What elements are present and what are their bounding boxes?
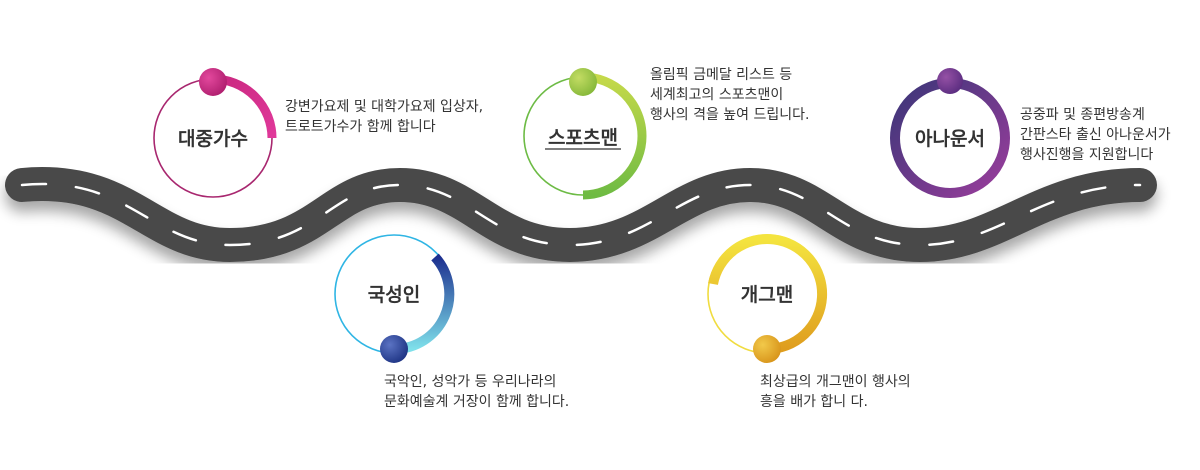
node-gugak: 국성인 [334, 234, 455, 363]
node-comedian-description: 최상급의 개그맨이 행사의 흥을 배가 합니 다. [760, 372, 911, 412]
node-gugak-dot [380, 335, 408, 363]
node-comedian-arc [708, 234, 828, 354]
node-gugak-description-line: 국악인, 성악가 등 우리나라의 [384, 374, 557, 390]
node-announcer-description: 공중파 및 종편방송계 간판스타 출신 아나운서가 행사진행을 지원합니다 [1020, 105, 1171, 165]
node-singer-description-line: 강변가요제 및 대학가요제 입상자, [285, 99, 484, 115]
node-gugak-description: 국악인, 성악가 등 우리나라의 문화예술계 거장이 함께 합니다. [384, 372, 569, 412]
node-gugak-description-line: 문화예술계 거장이 함께 합니다. [384, 394, 570, 410]
node-sports-description-line: 올림픽 금메달 리스트 등 [650, 67, 793, 83]
node-sports: 스포츠맨 [523, 68, 647, 200]
node-announcer-description-line: 행사진행을 지원합니다 [1020, 147, 1154, 163]
road-surface [5, 167, 1157, 263]
node-singer-description: 강변가요제 및 대학가요제 입상자, 트로트가수가 함께 합니다 [285, 97, 483, 137]
node-announcer-description-line: 간판스타 출신 아나운서가 [1020, 127, 1171, 143]
node-sports-description-line: 세계최고의 스포츠맨이 [650, 87, 784, 103]
node-comedian-description-line: 흥을 배가 합니 다. [760, 394, 868, 410]
node-sports-description-line: 행사의 격을 높여 드립니다. [650, 107, 810, 123]
node-singer-dot [199, 68, 227, 96]
node-sports-label: 스포츠맨 [548, 127, 618, 149]
node-announcer-description-line: 공중파 및 종편방송계 [1020, 107, 1145, 123]
node-gugak-arc [393, 253, 455, 355]
node-singer-description-line: 트로트가수가 함께 합니다 [285, 119, 436, 135]
node-gugak-label: 국성인 [368, 284, 420, 306]
node-comedian-label: 개그맨 [741, 284, 793, 306]
node-announcer-dot [937, 68, 963, 94]
node-sports-arc [582, 72, 647, 200]
node-announcer-label: 아나운서 [915, 128, 985, 150]
node-comedian: 개그맨 [707, 234, 828, 363]
node-announcer: 아나운서 [890, 68, 1010, 198]
node-sports-description: 올림픽 금메달 리스트 등 세계최고의 스포츠맨이 행사의 격을 높여 드립니다… [650, 65, 809, 125]
node-sports-dot [569, 68, 597, 96]
node-singer: 대중가수 [153, 68, 277, 198]
node-comedian-description-line: 최상급의 개그맨이 행사의 [760, 374, 911, 390]
node-singer-label: 대중가수 [178, 128, 248, 150]
node-comedian-dot [753, 335, 781, 363]
road [5, 167, 1157, 263]
